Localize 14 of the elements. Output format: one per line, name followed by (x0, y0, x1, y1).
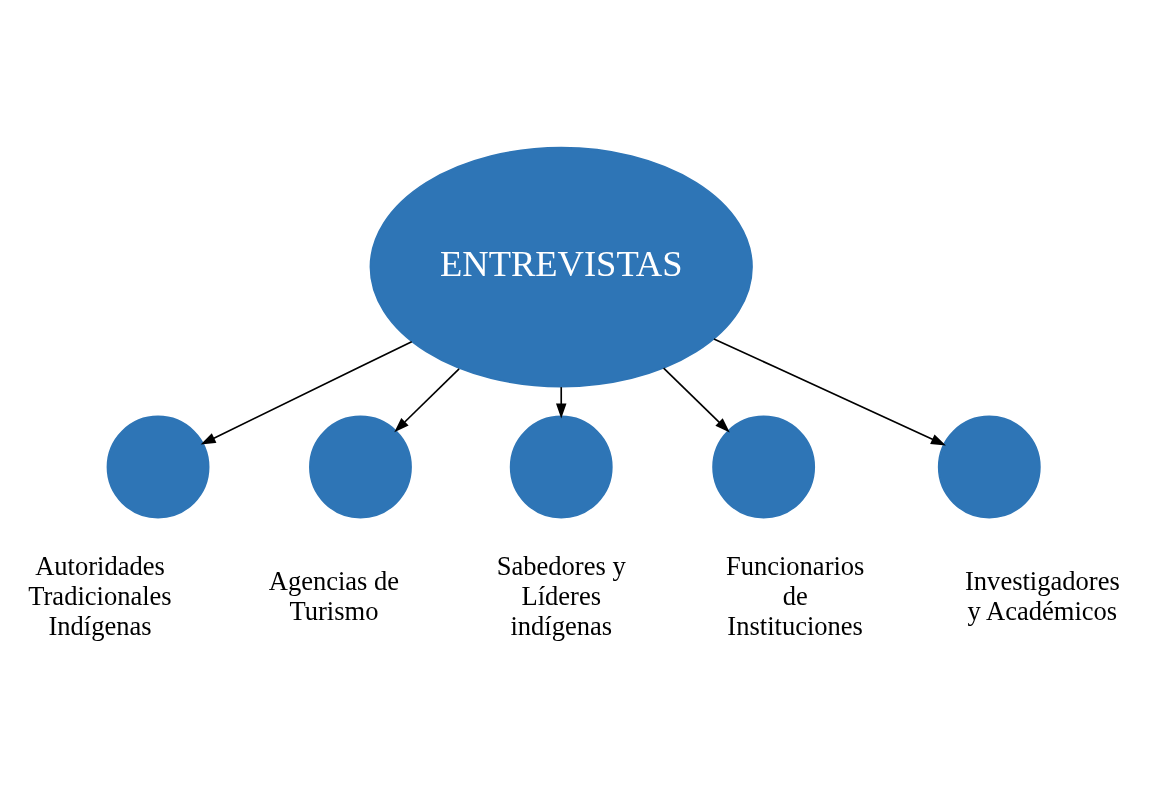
arrow (200, 340, 413, 445)
node-label: Sabedores y Líderes indígenas (496, 551, 626, 642)
node-circle (106, 415, 210, 519)
node-label: Agencias de Turismo (268, 566, 400, 627)
arrow (713, 338, 946, 446)
arrow (662, 367, 730, 433)
arrow (394, 367, 460, 433)
node-circle (937, 415, 1041, 519)
arrow (556, 386, 567, 419)
node-label: Autoridades Tradicionales Indígenas (28, 551, 172, 642)
node-label: Investigadores y Académicos (965, 566, 1120, 627)
node-ellipse: ENTREVISTAS (369, 146, 753, 388)
node-label: Funcionarios de Instituciones (725, 551, 865, 642)
node-circle (509, 415, 613, 519)
